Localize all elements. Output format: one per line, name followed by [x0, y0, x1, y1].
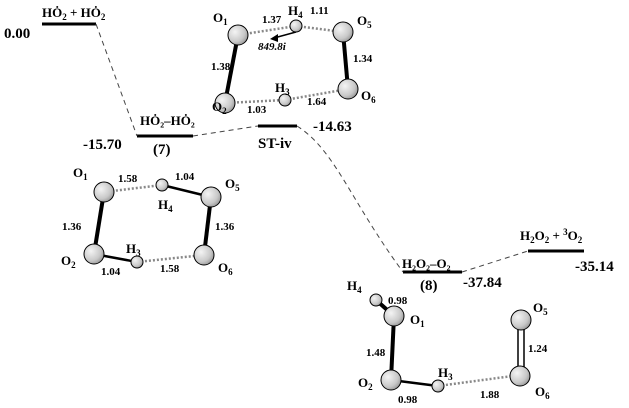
c8-len-o1-o2: 1.48	[366, 347, 386, 359]
energy-complex7: -15.70	[83, 137, 122, 153]
c8-atom-o6	[509, 365, 531, 387]
c7-atom-h3	[130, 255, 144, 269]
ts-len-o2-h3: 1.03	[247, 104, 267, 116]
c7-atom-o6	[193, 244, 215, 266]
ts-atom-o2	[214, 92, 236, 114]
ts-label-h4: H4	[288, 3, 303, 20]
ts-imag-freq: 849.8i	[258, 41, 287, 53]
c8-len-h4-o1: 0.98	[388, 295, 408, 307]
ts-bond-o1-o2	[223, 34, 240, 104]
connector-reactants-complex7	[95, 23, 138, 137]
c8-label-o2: O2	[358, 375, 373, 392]
label-reactants: HȮ2 + HȮ2	[42, 5, 106, 22]
c7-len-o1-o2: 1.36	[62, 221, 82, 233]
ts-len-o1-h4: 1.37	[262, 14, 282, 26]
ts-len-h3-o6: 1.64	[307, 96, 327, 108]
energy-complex8: -37.84	[463, 275, 502, 291]
c7-label-o2: O2	[61, 253, 76, 270]
c7-atom-o5	[200, 186, 222, 208]
complex7-structure: O1 O2 O5 O6 H4 H3 1.58 1.04 1.36 1.36 1.…	[61, 165, 240, 278]
c7-label-o6: O6	[218, 260, 233, 277]
ts-len-h4-o5: 1.11	[310, 5, 329, 17]
ts-label-o6: O6	[361, 88, 376, 105]
c7-len-o5-o6: 1.36	[215, 221, 235, 233]
energy-reactants: 0.00	[4, 26, 30, 42]
c8-len-h3-o6: 1.88	[480, 389, 500, 401]
c7-label-o5: O5	[225, 176, 240, 193]
ts-atom-o5	[332, 21, 354, 43]
ts-structure: O1 O2 O5 O6 H4 H3 1.37 1.11 1.38 1.34 1.…	[211, 3, 376, 116]
ts-label-h3: H3	[275, 80, 290, 97]
ts-len-o1-o2: 1.38	[211, 61, 231, 73]
c8-bond-o1-o2	[389, 315, 396, 381]
ts-atom-o6	[337, 78, 359, 100]
c8-atom-o5	[510, 309, 532, 331]
label-complex8: H₂O₂–O₂	[402, 256, 451, 271]
c7-atom-o2	[83, 243, 105, 265]
c8-atom-h3	[431, 379, 445, 393]
c7-bond-h3-o6	[136, 253, 205, 264]
ts-label-o1: O1	[213, 10, 228, 27]
ts-label-o5: O5	[357, 13, 372, 30]
connector-complex7-ts	[192, 125, 259, 137]
energy-ts: -14.63	[313, 119, 352, 135]
ts-atom-h4	[289, 19, 303, 33]
ts-imag-arrowhead	[270, 34, 278, 42]
c8-bond-h3-o6	[437, 373, 521, 388]
c7-label-o1: O1	[73, 165, 88, 182]
c8-label-o5: O5	[533, 300, 548, 317]
c7-len-o1-h4: 1.58	[118, 173, 138, 185]
ts-atom-h3	[278, 93, 292, 107]
c7-len-h4-o5: 1.04	[175, 171, 195, 183]
c8-atom-o2	[380, 369, 402, 391]
c8-label-h3: H3	[438, 365, 453, 382]
c7-atom-o1	[93, 181, 115, 203]
ts-atom-o1	[227, 24, 249, 46]
c8-len-o5-o6: 1.24	[528, 343, 548, 355]
c8-label-o1: O1	[410, 312, 425, 329]
ts-len-o5-o6: 1.34	[353, 53, 373, 65]
c7-atom-h4	[155, 178, 169, 192]
ts-label-o2: O2	[212, 99, 227, 116]
c7-label-h3: H3	[126, 241, 141, 258]
connector-ts-complex8	[296, 125, 404, 273]
c8-label-o6: O6	[535, 384, 550, 401]
complex8-structure: H4 O1 O2 H3 O5 O6 0.98 1.48 0.98 1.88 1.…	[347, 278, 550, 406]
label-products: H2O2 + 3O2	[520, 227, 583, 245]
connector-complex8-products	[461, 250, 529, 273]
c7-len-h3-o6: 1.58	[160, 263, 180, 275]
c8-atom-o1	[383, 305, 405, 327]
c8-len-o2-h3: 0.98	[398, 394, 418, 406]
c8-label-h4: H4	[347, 278, 362, 295]
label-ts: ST-iv	[258, 136, 292, 152]
number-complex7: (7)	[153, 142, 171, 158]
c7-label-h4: H4	[158, 197, 173, 214]
number-complex8: (8)	[420, 278, 438, 294]
c7-len-o2-h3: 1.04	[101, 266, 121, 278]
c8-atom-h4	[369, 293, 383, 307]
label-complex7: HȮ₂–HȮ₂	[140, 113, 195, 128]
energy-products: -35.14	[575, 259, 614, 275]
ts-bond-h3-o6	[284, 87, 349, 102]
